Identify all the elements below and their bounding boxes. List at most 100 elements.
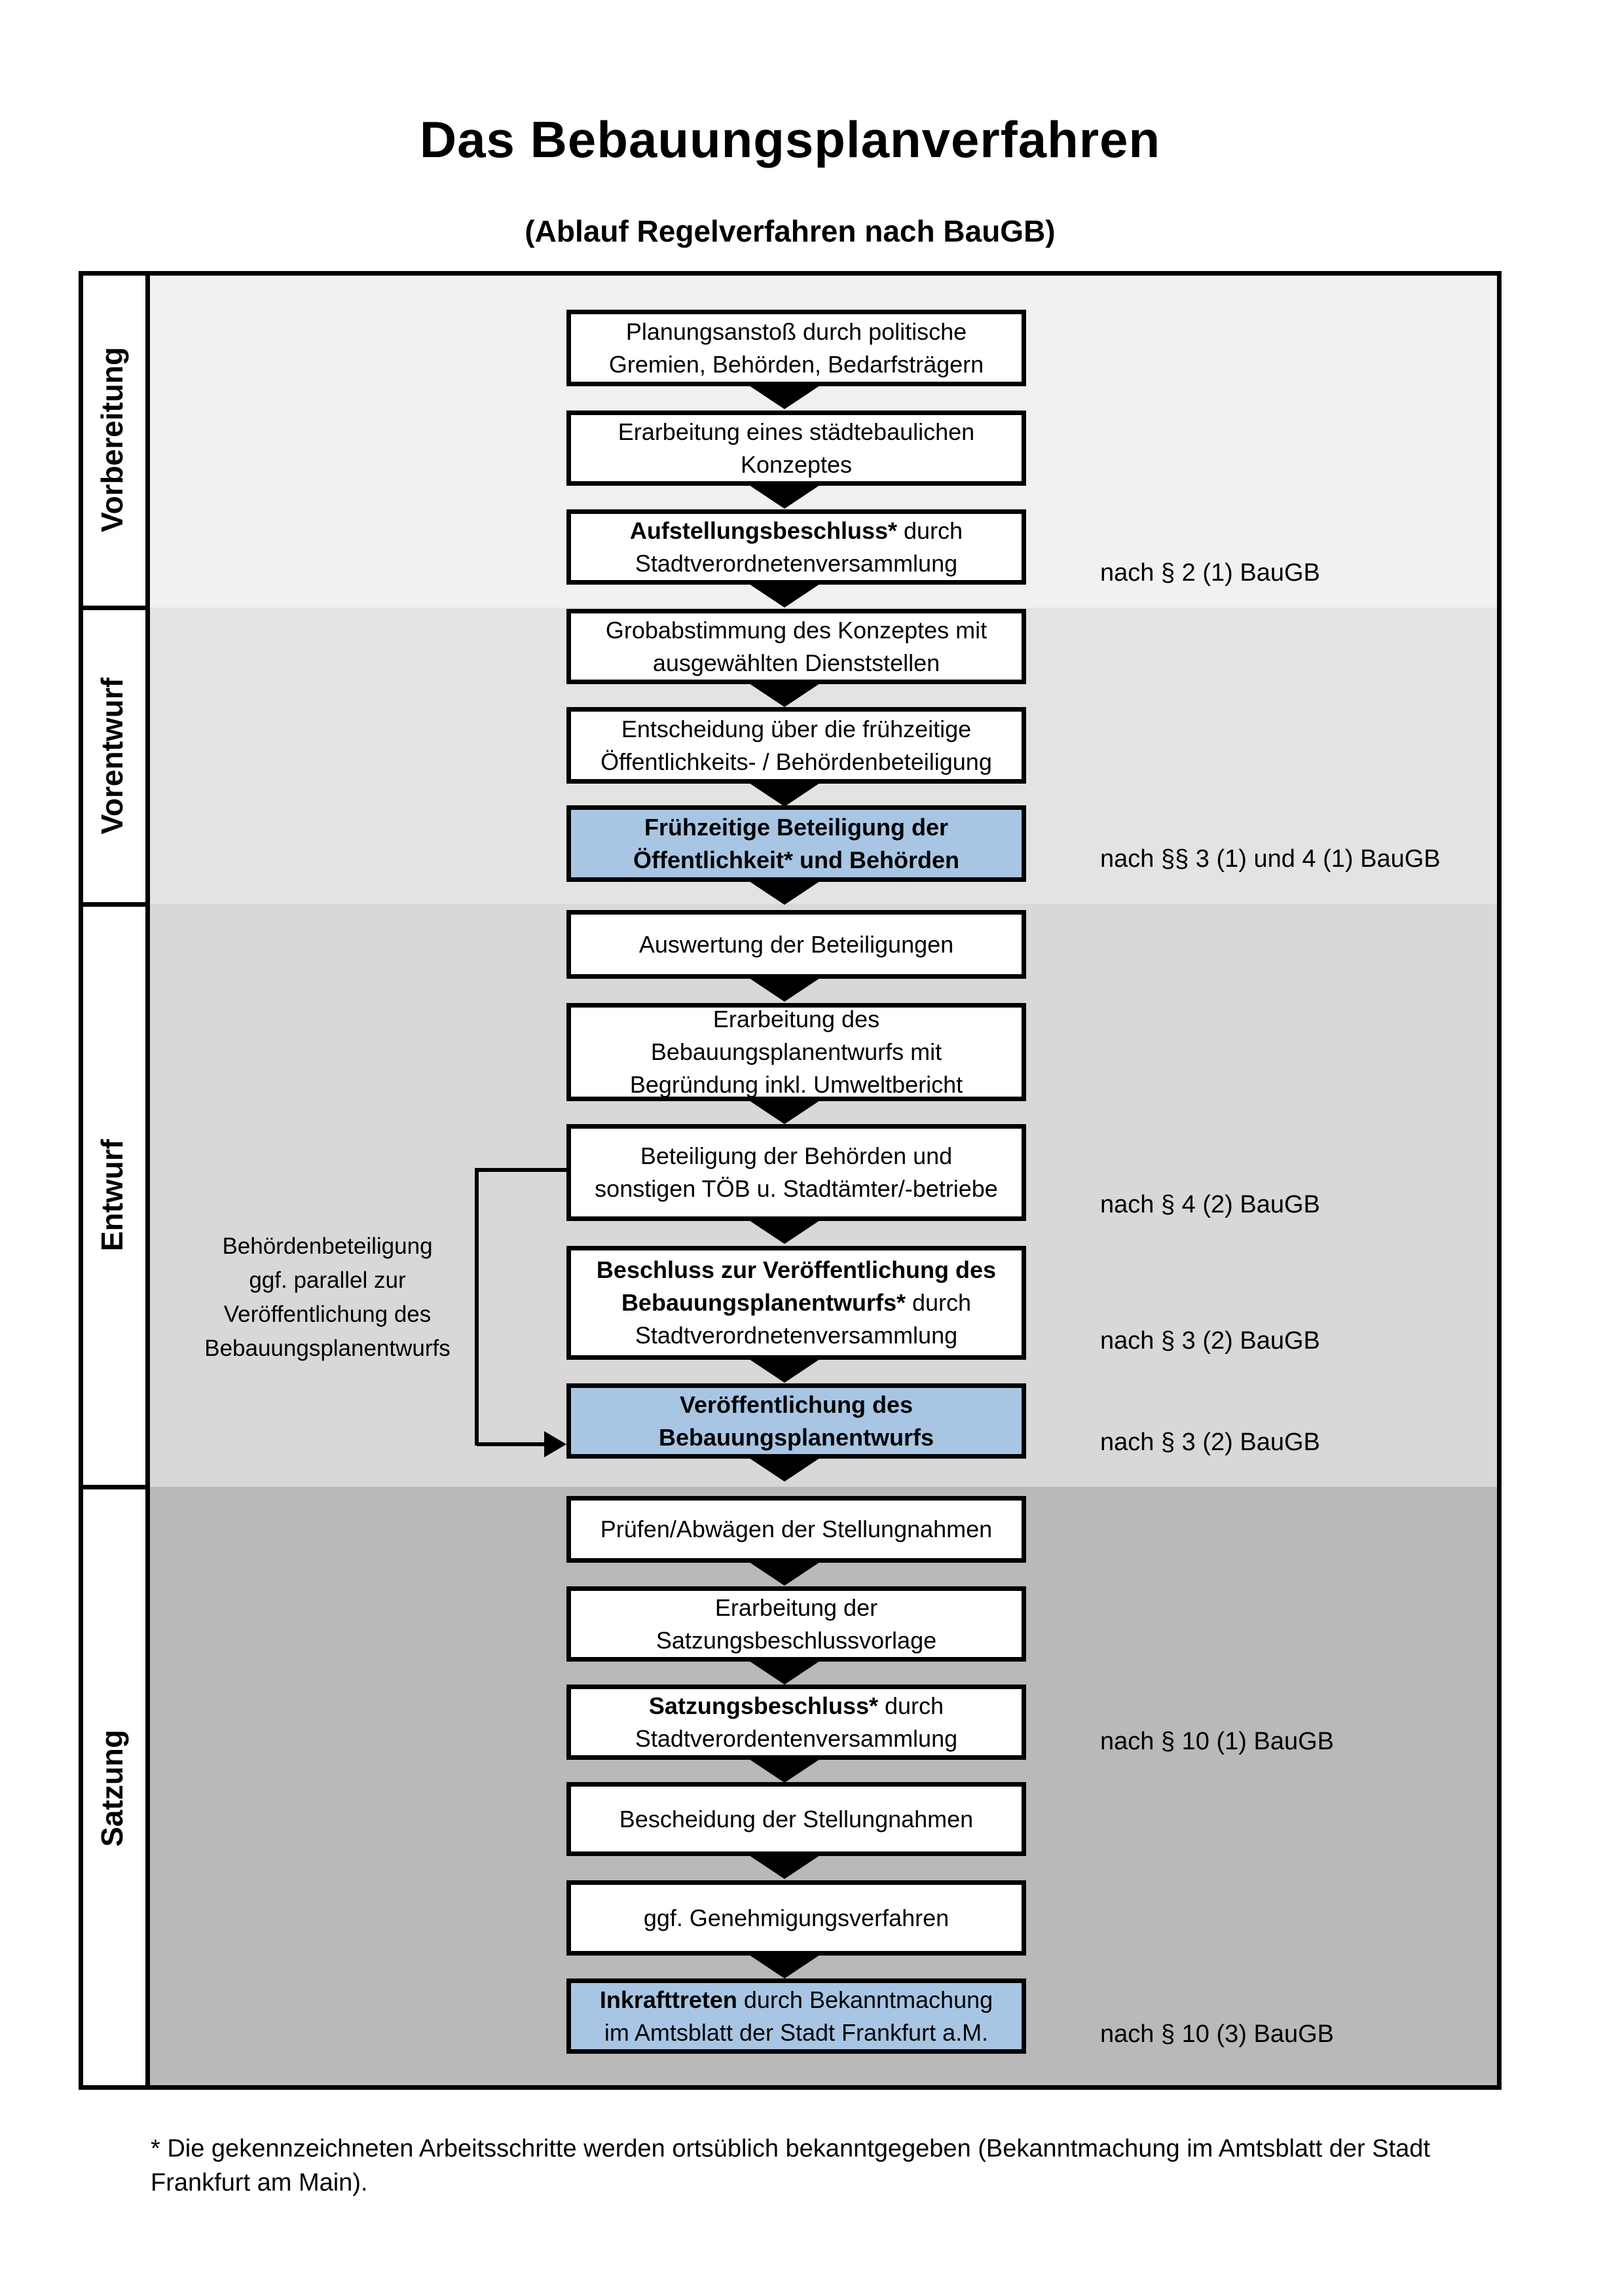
phase-label-vorentwurf: Vorentwurf	[95, 677, 129, 835]
flow-box-line: Bebauungsplanentwurfs mit	[651, 1036, 942, 1068]
footnote-line-1: * Die gekennzeichneten Arbeitsschritte w…	[151, 2135, 1430, 2162]
flow-box-text: Begründung inkl. Umweltbericht	[629, 1071, 963, 1098]
flow-box-line: ggf. Genehmigungsverfahren	[644, 1902, 949, 1935]
flow-box-line: Erarbeitung der	[715, 1592, 877, 1624]
phase-divider-satzung	[79, 1485, 150, 1489]
phase-cell-vorentwurf: Vorentwurf	[79, 608, 145, 904]
flow-box-text: sonstigen TÖB u. Stadtämter/-betriebe	[595, 1175, 998, 1202]
down-arrow-icon	[745, 1218, 824, 1244]
flow-box-line: Konzeptes	[741, 448, 852, 481]
flow-box-line: Stadtverordnetenversammlung	[635, 1319, 957, 1352]
flow-box-line: Entscheidung über die frühzeitige	[621, 713, 971, 746]
flow-box-text: Erarbeitung der	[714, 1594, 878, 1621]
legal-ref-4: nach § 3 (2) BauGB	[1100, 1327, 1320, 1355]
flow-box-12: Prüfen/Abwägen der Stellungnahmen	[566, 1496, 1026, 1563]
flow-box-text: durch	[905, 1289, 972, 1316]
page-title: Das Bebauungsplanverfahren	[419, 111, 1161, 168]
flow-box-line: ausgewählten Dienststellen	[653, 647, 940, 680]
flow-box-line: Gremien, Behörden, Bedarfsträgern	[609, 348, 984, 381]
flow-box-line: Veröffentlichung des	[680, 1389, 913, 1421]
flow-box-text: ausgewählten Dienststellen	[652, 649, 940, 676]
down-arrow-icon	[745, 1357, 824, 1383]
phase-divider-entwurf	[79, 902, 150, 907]
down-arrow-icon	[745, 975, 824, 1002]
flow-box-line: Stadtverordnetenversammlung	[635, 547, 957, 580]
flow-box-text: ggf. Genehmigungsverfahren	[643, 1904, 950, 1931]
down-arrow-icon	[745, 483, 824, 509]
flow-box-text: Konzeptes	[740, 450, 853, 478]
legal-ref-6: nach § 10 (1) BauGB	[1100, 1728, 1334, 1755]
phase-cell-satzung: Satzung	[79, 1487, 145, 2090]
page-subtitle: (Ablauf Regelverfahren nach BauGB)	[525, 214, 1056, 248]
flow-box-line: Frühzeitige Beteiligung der	[644, 811, 948, 844]
flow-box-15: Bescheidung der Stellungnahmen	[566, 1782, 1026, 1856]
flow-box-line: Satzungsbeschlussvorlage	[656, 1624, 936, 1657]
phase-cell-vorbereitung: Vorbereitung	[79, 271, 145, 608]
side-note-line: Behördenbeteiligung	[222, 1233, 433, 1259]
legal-ref-3: nach § 4 (2) BauGB	[1100, 1191, 1320, 1218]
flow-box-text: Stadtverordentenversammlung	[635, 1724, 958, 1752]
flow-box-text: Auswertung der Beteiligungen	[638, 930, 954, 958]
flow-box-line: sonstigen TÖB u. Stadtämter/-betriebe	[595, 1173, 998, 1205]
flow-box-line: Öffentlichkeit* und Behörden	[633, 844, 959, 877]
flow-box-line: Bescheidung der Stellungnahmen	[619, 1803, 973, 1836]
down-arrow-icon	[745, 383, 824, 409]
flow-box-text: Stadtverordnetenversammlung	[635, 549, 958, 577]
flow-box-text: Gremien, Behörden, Bedarfsträgern	[608, 350, 984, 378]
down-arrow-icon	[745, 1559, 824, 1586]
legal-ref-5: nach § 3 (2) BauGB	[1100, 1429, 1320, 1456]
flow-box-text: Öffentlichkeit* und Behörden	[633, 846, 960, 873]
flow-box-text: Prüfen/Abwägen der Stellungnahmen	[600, 1516, 993, 1542]
flow-box-line: Bebauungsplanentwurfs	[659, 1421, 934, 1454]
parallel-connector-bottom-line	[477, 1442, 545, 1446]
phase-label-satzung: Satzung	[95, 1730, 129, 1847]
phase-divider-vorentwurf	[79, 606, 150, 610]
flow-box-line: Erarbeitung des	[713, 1003, 879, 1036]
flow-box-text: Beschluss zur Veröffentlichung des	[596, 1256, 997, 1283]
flow-box-line: Erarbeitung eines städtebaulichen	[618, 416, 974, 448]
phase-label-entwurf: Entwurf	[95, 1139, 129, 1252]
flow-box-text: durch Bekanntmachung	[737, 1986, 993, 2013]
down-arrow-icon	[745, 879, 824, 905]
flow-box-line: Prüfen/Abwägen der Stellungnahmen	[600, 1513, 992, 1546]
flow-box-text: durch	[878, 1692, 944, 1719]
flow-box-text: Stadtverordnetenversammlung	[635, 1322, 958, 1349]
flow-box-line: im Amtsblatt der Stadt Frankfurt a.M.	[604, 2016, 988, 2049]
phase-cell-entwurf: Entwurf	[79, 904, 145, 1487]
legal-ref-7: nach § 10 (3) BauGB	[1100, 2020, 1334, 2048]
flow-box-text: Inkrafttreten	[599, 1986, 737, 2013]
phase-label-vorbereitung: Vorbereitung	[95, 346, 129, 532]
flow-box-text: Satzungsbeschlussvorlage	[655, 1626, 937, 1654]
flow-box-text: Erarbeitung eines städtebaulichen	[618, 418, 975, 445]
flow-box-line: Grobabstimmung des Konzeptes mit	[606, 614, 987, 647]
flow-box-text: Frühzeitige Beteiligung der	[644, 813, 949, 841]
flow-box-text: Bebauungsplanentwurfs mit	[650, 1038, 942, 1065]
flow-box-line: Beteiligung der Behörden und	[640, 1140, 952, 1173]
flow-box-text: Veröffentlichung des	[679, 1391, 913, 1418]
flow-box-text: Planungsanstoß durch politische	[625, 318, 967, 345]
legal-ref-2: nach §§ 3 (1) und 4 (1) BauGB	[1100, 845, 1441, 873]
flow-box-text: im Amtsblatt der Stadt Frankfurt a.M.	[604, 2018, 989, 2046]
down-arrow-icon	[745, 1757, 824, 1783]
parallel-connector-arrowhead-icon	[544, 1431, 566, 1457]
parallel-connector-vertical-line	[475, 1168, 479, 1446]
flow-box-16: ggf. Genehmigungsverfahren	[566, 1880, 1026, 1956]
legal-ref-1: nach § 2 (1) BauGB	[1100, 559, 1320, 587]
flow-box-text: Öffentlichkeits- / Behördenbeteiligung	[600, 748, 992, 775]
flow-box-line: Auswertung der Beteiligungen	[639, 928, 953, 961]
flow-box-text: Aufstellungsbeschluss*	[629, 517, 898, 544]
footnote-line-2: Frankfurt am Main).	[151, 2169, 368, 2196]
flow-box-7: Auswertung der Beteiligungen	[566, 910, 1026, 979]
down-arrow-icon	[745, 1952, 824, 1978]
flow-box-line: Planungsanstoß durch politische	[626, 316, 967, 348]
